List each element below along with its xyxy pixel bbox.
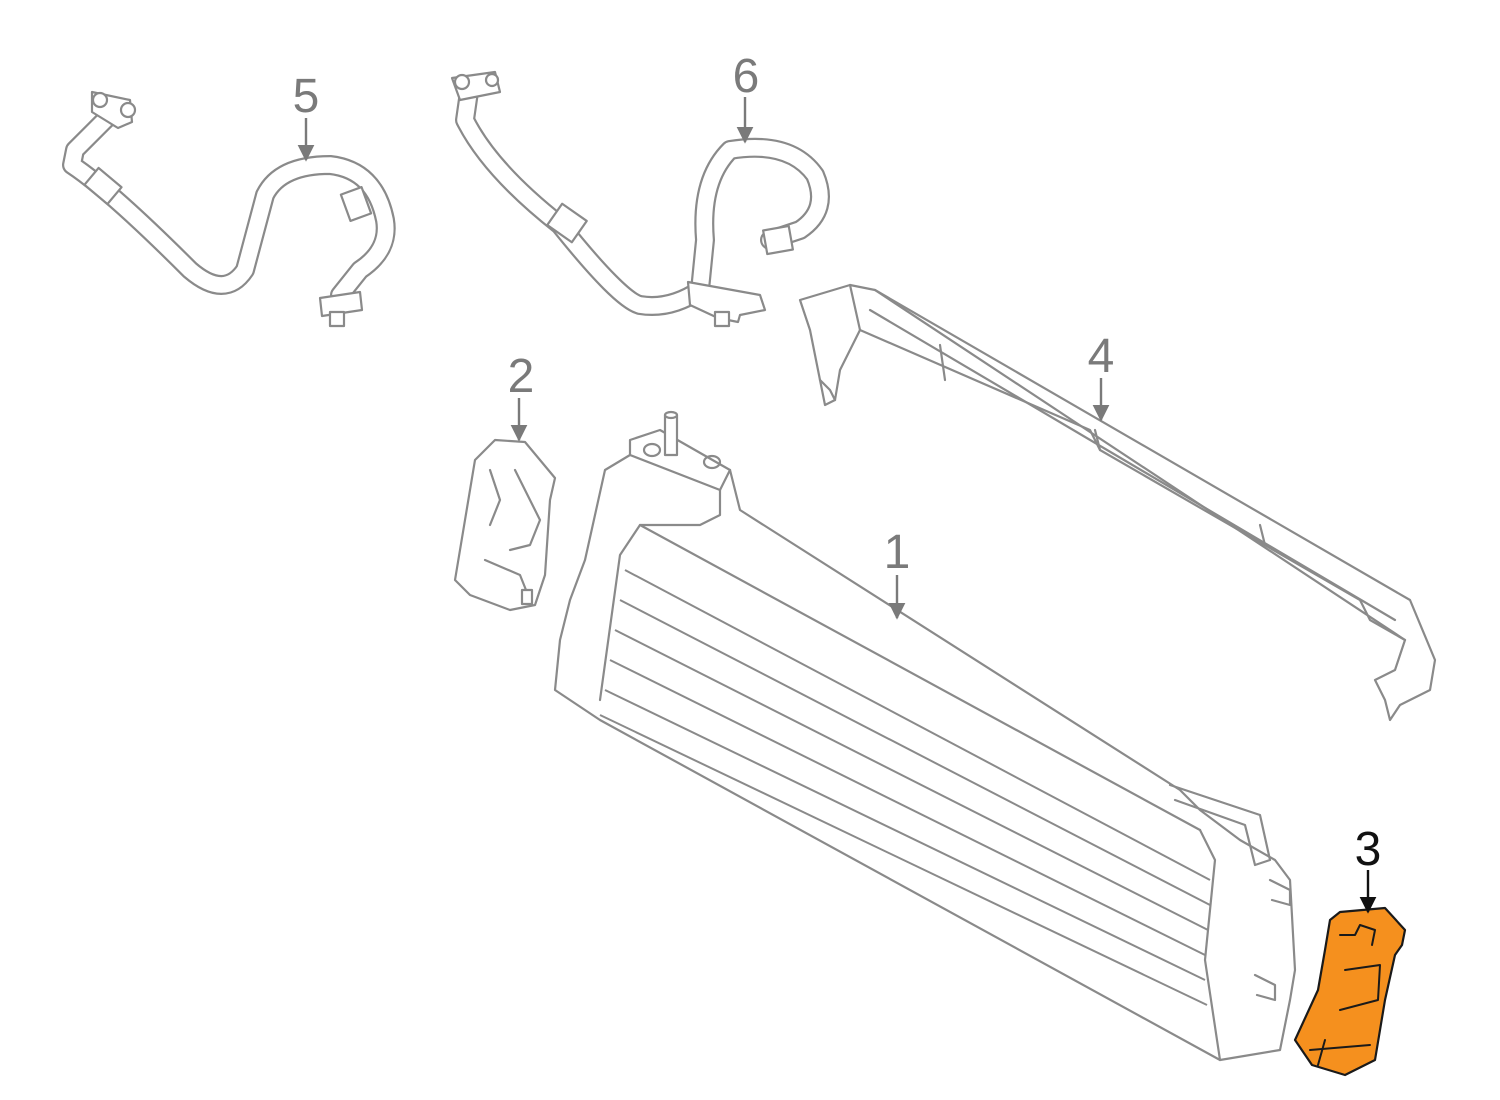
callout-2: 2 xyxy=(508,350,535,442)
part-2-bracket[interactable] xyxy=(453,438,557,612)
callout-4-label: 4 xyxy=(1088,330,1115,383)
callout-6-label: 6 xyxy=(733,50,760,103)
callout-4: 4 xyxy=(1088,330,1115,422)
callout-1: 1 xyxy=(884,526,911,620)
part-5-hose[interactable] xyxy=(62,90,396,328)
part-6-hose[interactable] xyxy=(450,70,830,328)
callout-3-label: 3 xyxy=(1355,823,1382,876)
callout-3: 3 xyxy=(1355,823,1382,914)
callout-5-label: 5 xyxy=(293,70,320,123)
part-3-bracket[interactable] xyxy=(1293,906,1407,1077)
part-4-bracket[interactable] xyxy=(798,283,1437,722)
callout-5: 5 xyxy=(293,70,320,162)
callout-6: 6 xyxy=(733,50,760,144)
callout-1-label: 1 xyxy=(884,526,911,579)
callout-2-label: 2 xyxy=(508,350,535,403)
part-1-cooler[interactable] xyxy=(553,410,1297,1062)
